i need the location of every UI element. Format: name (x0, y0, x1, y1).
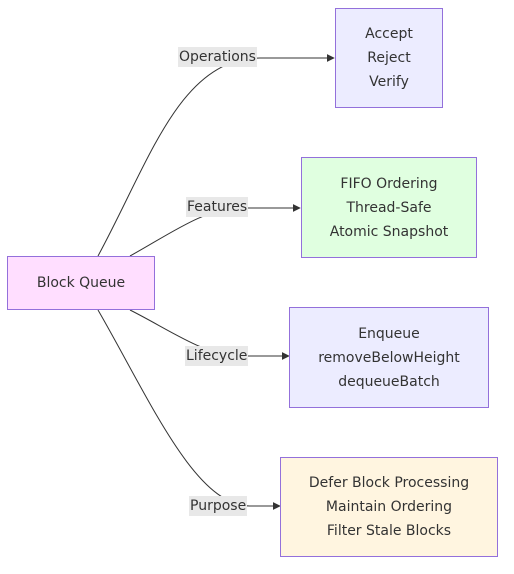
edge-label-operations: Operations (178, 47, 257, 67)
node-purpose-line-3: Filter Stale Blocks (326, 523, 452, 539)
node-features-line-3: Atomic Snapshot (329, 223, 449, 240)
node-features: FIFO Ordering Thread-Safe Atomic Snapsho… (301, 157, 477, 258)
edge-label-purpose: Purpose (189, 496, 248, 516)
node-purpose-line-1: Defer Block Processing (308, 475, 470, 491)
edge-label-features: Features (186, 197, 249, 217)
node-features-line-1: FIFO Ordering (340, 175, 438, 192)
node-operations: Accept Reject Verify (335, 8, 443, 108)
edge-operations (97, 54, 335, 257)
node-lifecycle-line-1: Enqueue (358, 325, 420, 342)
node-operations-line-3: Verify (369, 74, 409, 90)
edge-label-lifecycle: Lifecycle (185, 346, 249, 366)
root-node-label: Block Queue (36, 275, 126, 291)
node-features-line-2: Thread-Safe (346, 199, 432, 216)
node-purpose: Defer Block Processing Maintain Ordering… (280, 457, 498, 557)
edge-purpose (97, 309, 281, 510)
node-lifecycle-line-2: removeBelowHeight (318, 349, 460, 366)
node-operations-line-2: Reject (367, 50, 411, 66)
node-purpose-line-2: Maintain Ordering (325, 499, 453, 515)
root-node-block-queue: Block Queue (7, 256, 155, 310)
node-operations-line-1: Accept (365, 26, 413, 42)
node-lifecycle-line-3: dequeueBatch (338, 373, 440, 390)
node-lifecycle: Enqueue removeBelowHeight dequeueBatch (289, 307, 489, 408)
